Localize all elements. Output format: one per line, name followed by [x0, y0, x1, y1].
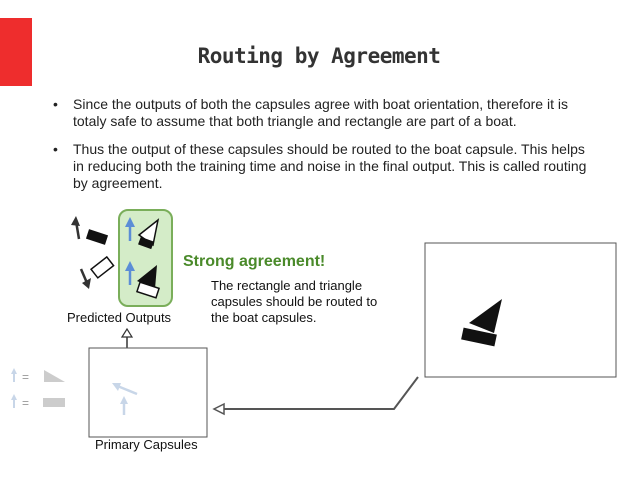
primary-capsules-label: Primary Capsules [95, 437, 198, 452]
predicted-outputs-box [118, 209, 173, 307]
bullet-dot-icon: • [53, 96, 58, 112]
bullet-item: • Since the outputs of both the capsules… [50, 96, 595, 130]
legend-triangle-icon [44, 370, 65, 382]
legend-triangle-row: = [11, 368, 65, 384]
agreement-text-line: the boat capsules. [211, 310, 317, 325]
legend-rectangle-row: = [11, 394, 65, 410]
upward-arrow-icon [120, 327, 134, 348]
boat-icon [461, 299, 502, 347]
pale-arrow-1-icon [112, 383, 138, 396]
bullet-text: Thus the output of these capsules should… [73, 141, 587, 191]
bullet-dot-icon: • [53, 141, 58, 157]
legend-equals: = [22, 370, 29, 384]
triangle-prediction-1-icon [125, 217, 160, 250]
legend-equals: = [22, 396, 29, 410]
rectangle-prediction-2-icon [79, 255, 115, 289]
pale-arrow-2-icon [120, 396, 128, 415]
accent-bar [0, 18, 32, 86]
triangle-prediction-2-icon [125, 261, 161, 299]
agreement-heading: Strong agreement! [183, 253, 325, 270]
agreement-text-line: The rectangle and triangle [211, 278, 362, 293]
primary-capsules-group: Primary Capsules [88, 347, 208, 452]
rectangle-prediction-1-icon [71, 216, 109, 245]
bullet-list: • Since the outputs of both the capsules… [50, 96, 595, 203]
boat-capsule-group [424, 242, 617, 378]
bullet-text: Since the outputs of both the capsules a… [73, 96, 568, 129]
bullet-item: • Thus the output of these capsules shou… [50, 141, 595, 192]
boat-capsule-box [424, 242, 617, 378]
predicted-outputs-group: Predicted Outputs [67, 209, 173, 325]
legend-rectangle-icon [43, 398, 65, 407]
connector-arrow-icon [212, 376, 419, 416]
agreement-text-line: capsules should be routed to [211, 294, 377, 309]
slide-title: Routing by Agreement [197, 44, 441, 68]
primary-capsules-box [88, 347, 208, 438]
predicted-outputs-label: Predicted Outputs [67, 310, 172, 325]
routing-diagram: Predicted Outputs Strong agreement! The … [11, 209, 617, 452]
